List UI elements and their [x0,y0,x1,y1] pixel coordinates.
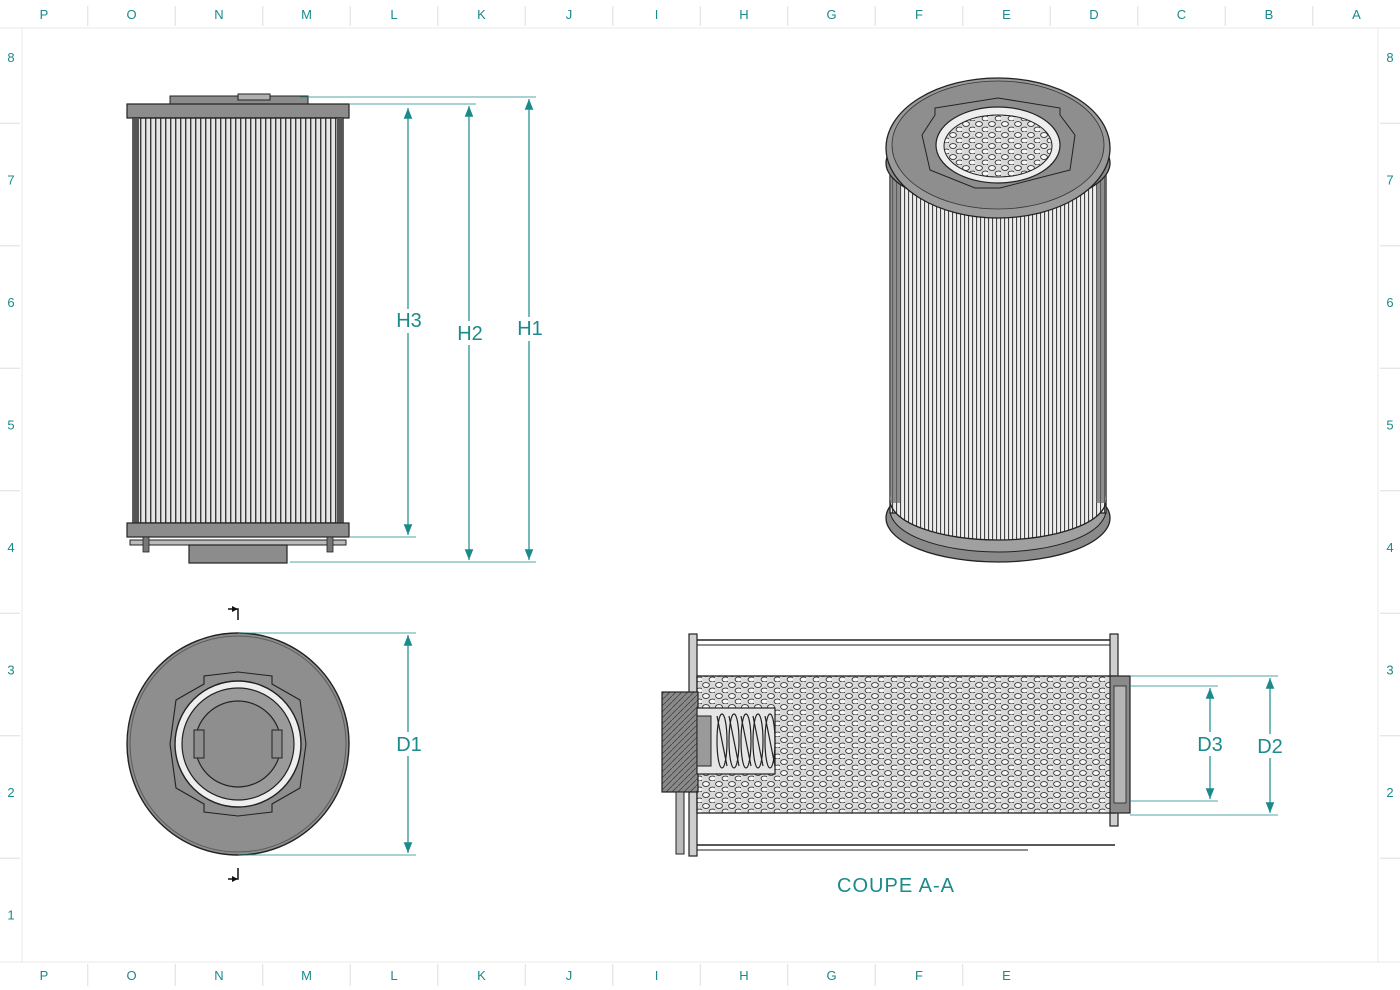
grid-row-label: 7 [1386,173,1393,188]
grid-column-label: G [826,968,836,983]
grid-row-label: 5 [7,418,14,433]
grid-column-label: N [214,7,223,22]
grid-column-label: E [1002,968,1011,983]
grid-row-label: 1 [7,908,14,923]
grid-column-label: J [566,7,573,22]
inner-bore [194,700,282,788]
bypass-spring [716,713,776,769]
grid-column-label: D [1089,7,1098,22]
iso-pleated-body [889,162,1107,514]
grid-row-label: 8 [7,50,14,65]
grid-column-label: F [915,7,923,22]
grid-column-label: N [214,968,223,983]
height-dimensions: H3 H2 H1 [290,96,547,563]
grid-row-label: 6 [1386,295,1393,310]
section-dimensions: D3 D2 [1130,675,1287,816]
d3-label: D3 [1197,734,1223,756]
bottom-end-cap [126,522,350,538]
left-row-labels: 8 7 6 5 4 3 2 1 [7,50,14,923]
grid-column-label: C [1177,7,1186,22]
plan-view [126,606,350,882]
grid-row-label: 4 [7,540,14,555]
grid-column-label: F [915,968,923,983]
grid-column-label: E [1002,7,1011,22]
bottom-spigot [188,544,288,564]
grid-column-label: K [477,7,486,22]
grid-column-label: A [1352,7,1361,22]
grid-column-label: O [126,7,136,22]
grid-column-label: L [390,7,397,22]
grid-row-label: 6 [7,295,14,310]
grid-column-label: O [126,968,136,983]
grid-column-label: I [655,7,659,22]
h3-label: H3 [396,310,422,332]
grid-column-label: H [739,968,748,983]
grid-row-label: 2 [7,785,14,800]
grid-frame [0,6,1400,986]
front-elevation-view [126,93,350,564]
grid-column-label: H [739,7,748,22]
right-row-labels: 8 7 6 5 4 3 2 [1386,50,1393,800]
isometric-view [885,77,1111,563]
grid-column-label: J [566,968,573,983]
grid-row-label: 3 [1386,663,1393,678]
iso-perforated-core [943,114,1053,178]
grid-row-label: 8 [1386,50,1393,65]
grid-column-label: K [477,968,486,983]
top-end-cap [126,103,350,119]
bypass-valve-housing [661,691,699,793]
grid-column-label: L [390,968,397,983]
grid-row-label: 4 [1386,540,1393,555]
grid-column-label: B [1265,7,1274,22]
section-view [661,633,1131,857]
grid-column-label: M [301,968,312,983]
pleated-media [132,117,344,524]
d2-label: D2 [1257,736,1283,758]
section-caption: COUPE A-A [837,875,955,897]
grid-column-label: I [655,968,659,983]
grid-row-label: 3 [7,663,14,678]
h1-label: H1 [517,318,543,340]
d1-dimension: D1 [238,632,426,856]
grid-row-label: 7 [7,173,14,188]
grid-column-label: P [40,968,49,983]
d1-label: D1 [396,734,422,756]
grid-column-label: G [826,7,836,22]
grid-column-label: M [301,7,312,22]
h2-label: H2 [457,323,483,345]
grid-column-label: P [40,7,49,22]
grid-row-label: 2 [1386,785,1393,800]
grid-row-label: 5 [1386,418,1393,433]
